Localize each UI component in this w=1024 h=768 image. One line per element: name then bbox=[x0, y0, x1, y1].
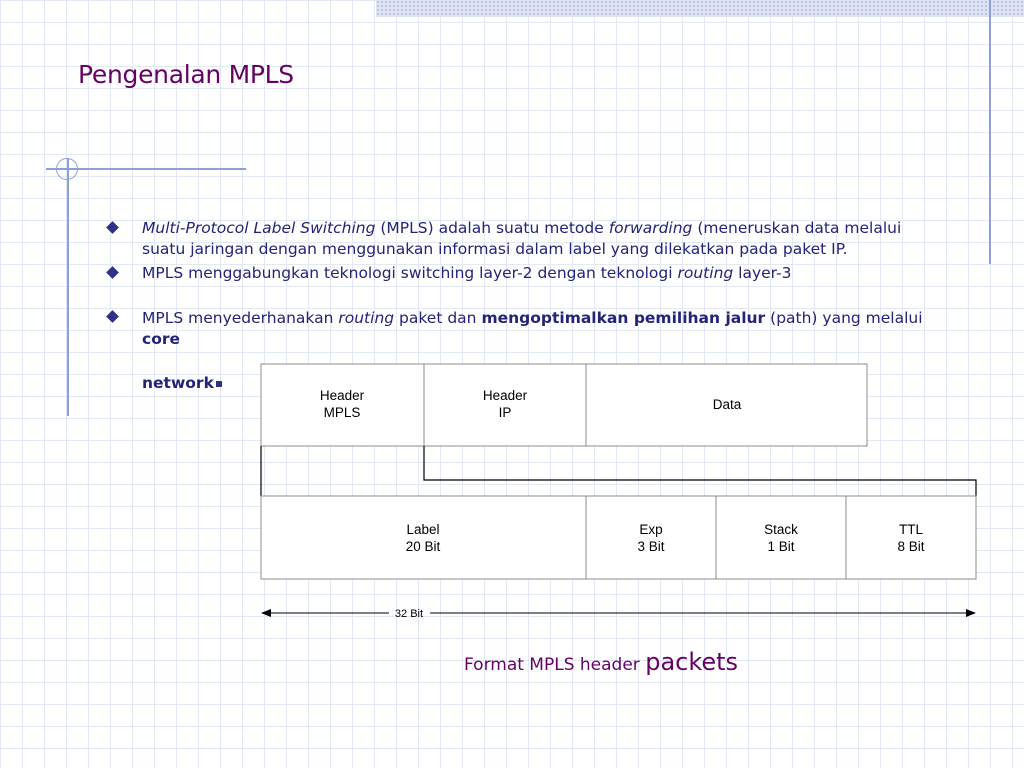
field-name: Exp bbox=[639, 522, 662, 537]
field-cell-stack bbox=[715, 495, 847, 580]
bullet-list: Multi-Protocol Label Switching (MPLS) ad… bbox=[104, 218, 939, 397]
bullet-text: (meneruskan data melalui suatu jaringan … bbox=[142, 219, 902, 258]
field-name: Label bbox=[406, 522, 439, 537]
packet-cell-label: Header bbox=[320, 388, 365, 403]
term-network: network bbox=[142, 374, 214, 392]
packet-cell-header-ip bbox=[423, 363, 587, 447]
packet-cell-label: Header bbox=[483, 388, 528, 403]
decor-circle bbox=[56, 158, 78, 180]
packet-cell-data bbox=[585, 363, 868, 447]
field-cell-exp bbox=[585, 495, 717, 580]
bullet-item-3: MPLS menyederhanakan routing paket dan m… bbox=[104, 308, 939, 394]
field-size: 20 Bit bbox=[406, 539, 441, 554]
caption-text: Format MPLS header bbox=[464, 655, 646, 675]
bullet-text: (MPLS) adalah suatu metode bbox=[375, 219, 609, 237]
expansion-connector bbox=[260, 446, 977, 496]
field-name: Stack bbox=[764, 522, 798, 537]
bullet-text: layer-3 bbox=[733, 264, 792, 282]
field-cell-label bbox=[260, 495, 587, 580]
slide-title: Pengenalan MPLS bbox=[78, 60, 294, 89]
term-mpls-full: Multi-Protocol Label Switching bbox=[142, 219, 376, 237]
term-forwarding: forwarding bbox=[608, 219, 693, 237]
decor-vline-left bbox=[67, 158, 69, 416]
top-decor-band bbox=[376, 0, 1024, 17]
bullet-text: paket dan bbox=[394, 309, 482, 327]
field-name: TTL bbox=[899, 522, 923, 537]
header-field-row: Label 20 Bit Exp 3 Bit Stack 1 Bit TTL 8… bbox=[260, 495, 977, 580]
field-cell-ttl bbox=[845, 495, 977, 580]
term-path-optimization: mengoptimalkan pemilihan jalur bbox=[481, 309, 766, 327]
width-dimension: 32 Bit bbox=[261, 608, 976, 620]
field-size: 1 Bit bbox=[767, 539, 794, 554]
field-size: 3 Bit bbox=[637, 539, 664, 554]
packet-cell-label: IP bbox=[499, 405, 512, 420]
packet-cell-label: Data bbox=[713, 397, 742, 412]
bullet-item-1: Multi-Protocol Label Switching (MPLS) ad… bbox=[104, 218, 939, 260]
diagram-caption: Format MPLS header packets bbox=[464, 648, 738, 676]
packet-cell-header-mpls bbox=[260, 363, 425, 447]
caption-text-large: packets bbox=[645, 648, 739, 676]
bullet-item-2: MPLS menggabungkan teknologi switching l… bbox=[104, 263, 939, 284]
width-label: 32 Bit bbox=[395, 608, 423, 620]
decor-hline bbox=[46, 168, 246, 170]
term-core: core bbox=[142, 330, 180, 348]
end-square-icon bbox=[215, 381, 222, 387]
term-routing: routing bbox=[677, 264, 734, 282]
field-size: 8 Bit bbox=[897, 539, 924, 554]
bullet-text: MPLS menyederhanakan bbox=[142, 309, 339, 327]
packet-cell-label: MPLS bbox=[324, 405, 361, 420]
bullet-text: MPLS menggabungkan teknologi switching l… bbox=[142, 264, 678, 282]
packet-row: Header MPLS Header IP Data bbox=[260, 363, 868, 447]
term-routing: routing bbox=[338, 309, 395, 327]
decor-vline-right bbox=[989, 0, 991, 264]
bullet-text: (path) yang melalui bbox=[765, 309, 923, 327]
